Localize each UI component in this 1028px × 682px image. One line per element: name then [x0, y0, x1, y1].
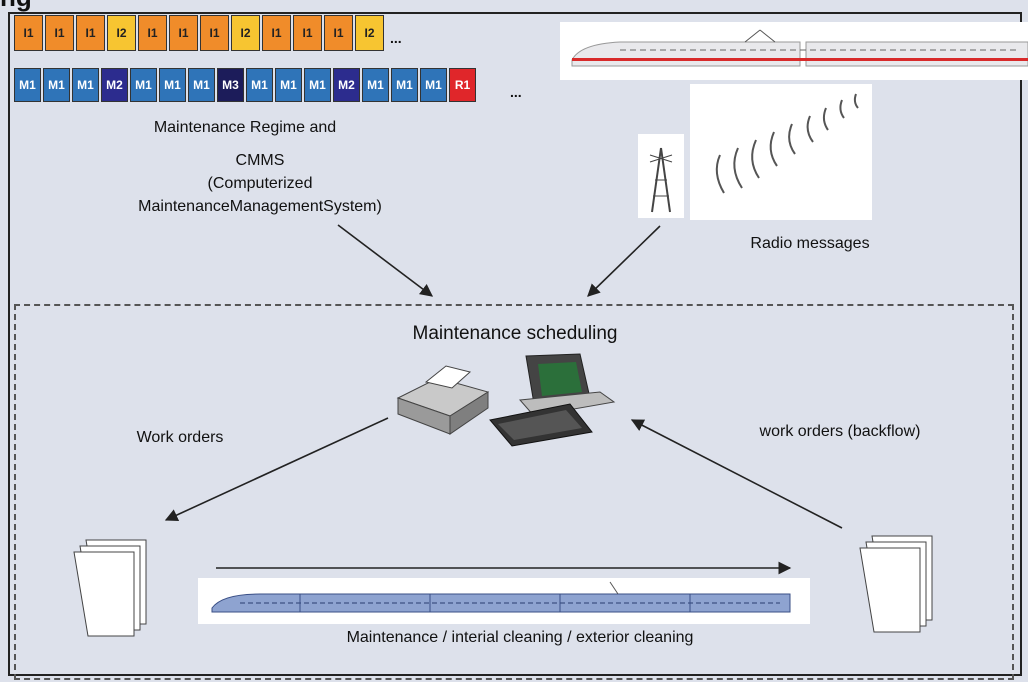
arrow-work-orders: [164, 417, 389, 522]
outer-frame: [8, 12, 1022, 676]
regime-cell: I1: [138, 15, 167, 51]
regime-cell: I1: [262, 15, 291, 51]
regime-cell: I1: [200, 15, 229, 51]
cmms-label-3: MaintenanceManagementSystem): [138, 198, 382, 215]
regime-cell: I2: [107, 15, 136, 51]
regime-cell: I2: [355, 15, 384, 51]
regime-cell: M1: [275, 68, 302, 102]
regime-cell: M1: [159, 68, 186, 102]
arrow-radio-to-scheduling: [587, 225, 661, 297]
regime-cell: M1: [43, 68, 70, 102]
regime-cell: M3: [217, 68, 244, 102]
regime-cell: I1: [293, 15, 322, 51]
regime-cell: I1: [45, 15, 74, 51]
maintenance-regime-label: Maintenance Regime and: [153, 119, 337, 136]
page-title: ng: [0, 0, 1028, 13]
cmms-label-1: CMMS: [235, 152, 285, 169]
cmms-label-2: (Computerized: [207, 175, 313, 192]
regime-cell: M2: [333, 68, 360, 102]
regime-cell: I1: [324, 15, 353, 51]
regime-cell: M1: [304, 68, 331, 102]
regime-cell: M1: [188, 68, 215, 102]
regime-cell: M1: [246, 68, 273, 102]
arrow-work-orders-backflow: [630, 419, 843, 529]
printer-icon: [396, 365, 490, 435]
work-order-documents-left: [73, 539, 147, 637]
regime-cell: R1: [449, 68, 476, 102]
regime-cell: M1: [420, 68, 447, 102]
regime-cell: M1: [391, 68, 418, 102]
radio-waves-image: [690, 84, 872, 220]
regime-cell: M1: [72, 68, 99, 102]
arrow-cmms-to-scheduling: [337, 224, 434, 297]
regime-cell: M2: [101, 68, 128, 102]
computer-icon: [489, 353, 616, 447]
ice-train-image: [560, 22, 1028, 80]
row1-ellipsis: ...: [390, 30, 402, 46]
regime-cell: I1: [76, 15, 105, 51]
regime-cell: I1: [14, 15, 43, 51]
regime-cell: M1: [14, 68, 41, 102]
work-orders-label: Work orders: [136, 429, 224, 446]
maintenance-scheduling-box: [14, 304, 1014, 680]
regime-cell: I2: [231, 15, 260, 51]
maintenance-train-image: [198, 578, 810, 624]
work-orders-backflow-label: work orders (backflow): [759, 423, 921, 440]
regime-cell: M1: [362, 68, 389, 102]
row2-ellipsis: ...: [510, 84, 522, 100]
maintenance-cleaning-label: Maintenance / interial cleaning / exteri…: [346, 629, 694, 646]
radio-messages-label: Radio messages: [750, 235, 870, 252]
work-order-documents-right: [859, 535, 933, 633]
regime-cell: I1: [169, 15, 198, 51]
maintenance-scheduling-label: Maintenance scheduling: [412, 323, 618, 344]
radio-tower-image: [638, 134, 684, 218]
regime-cell: M1: [130, 68, 157, 102]
